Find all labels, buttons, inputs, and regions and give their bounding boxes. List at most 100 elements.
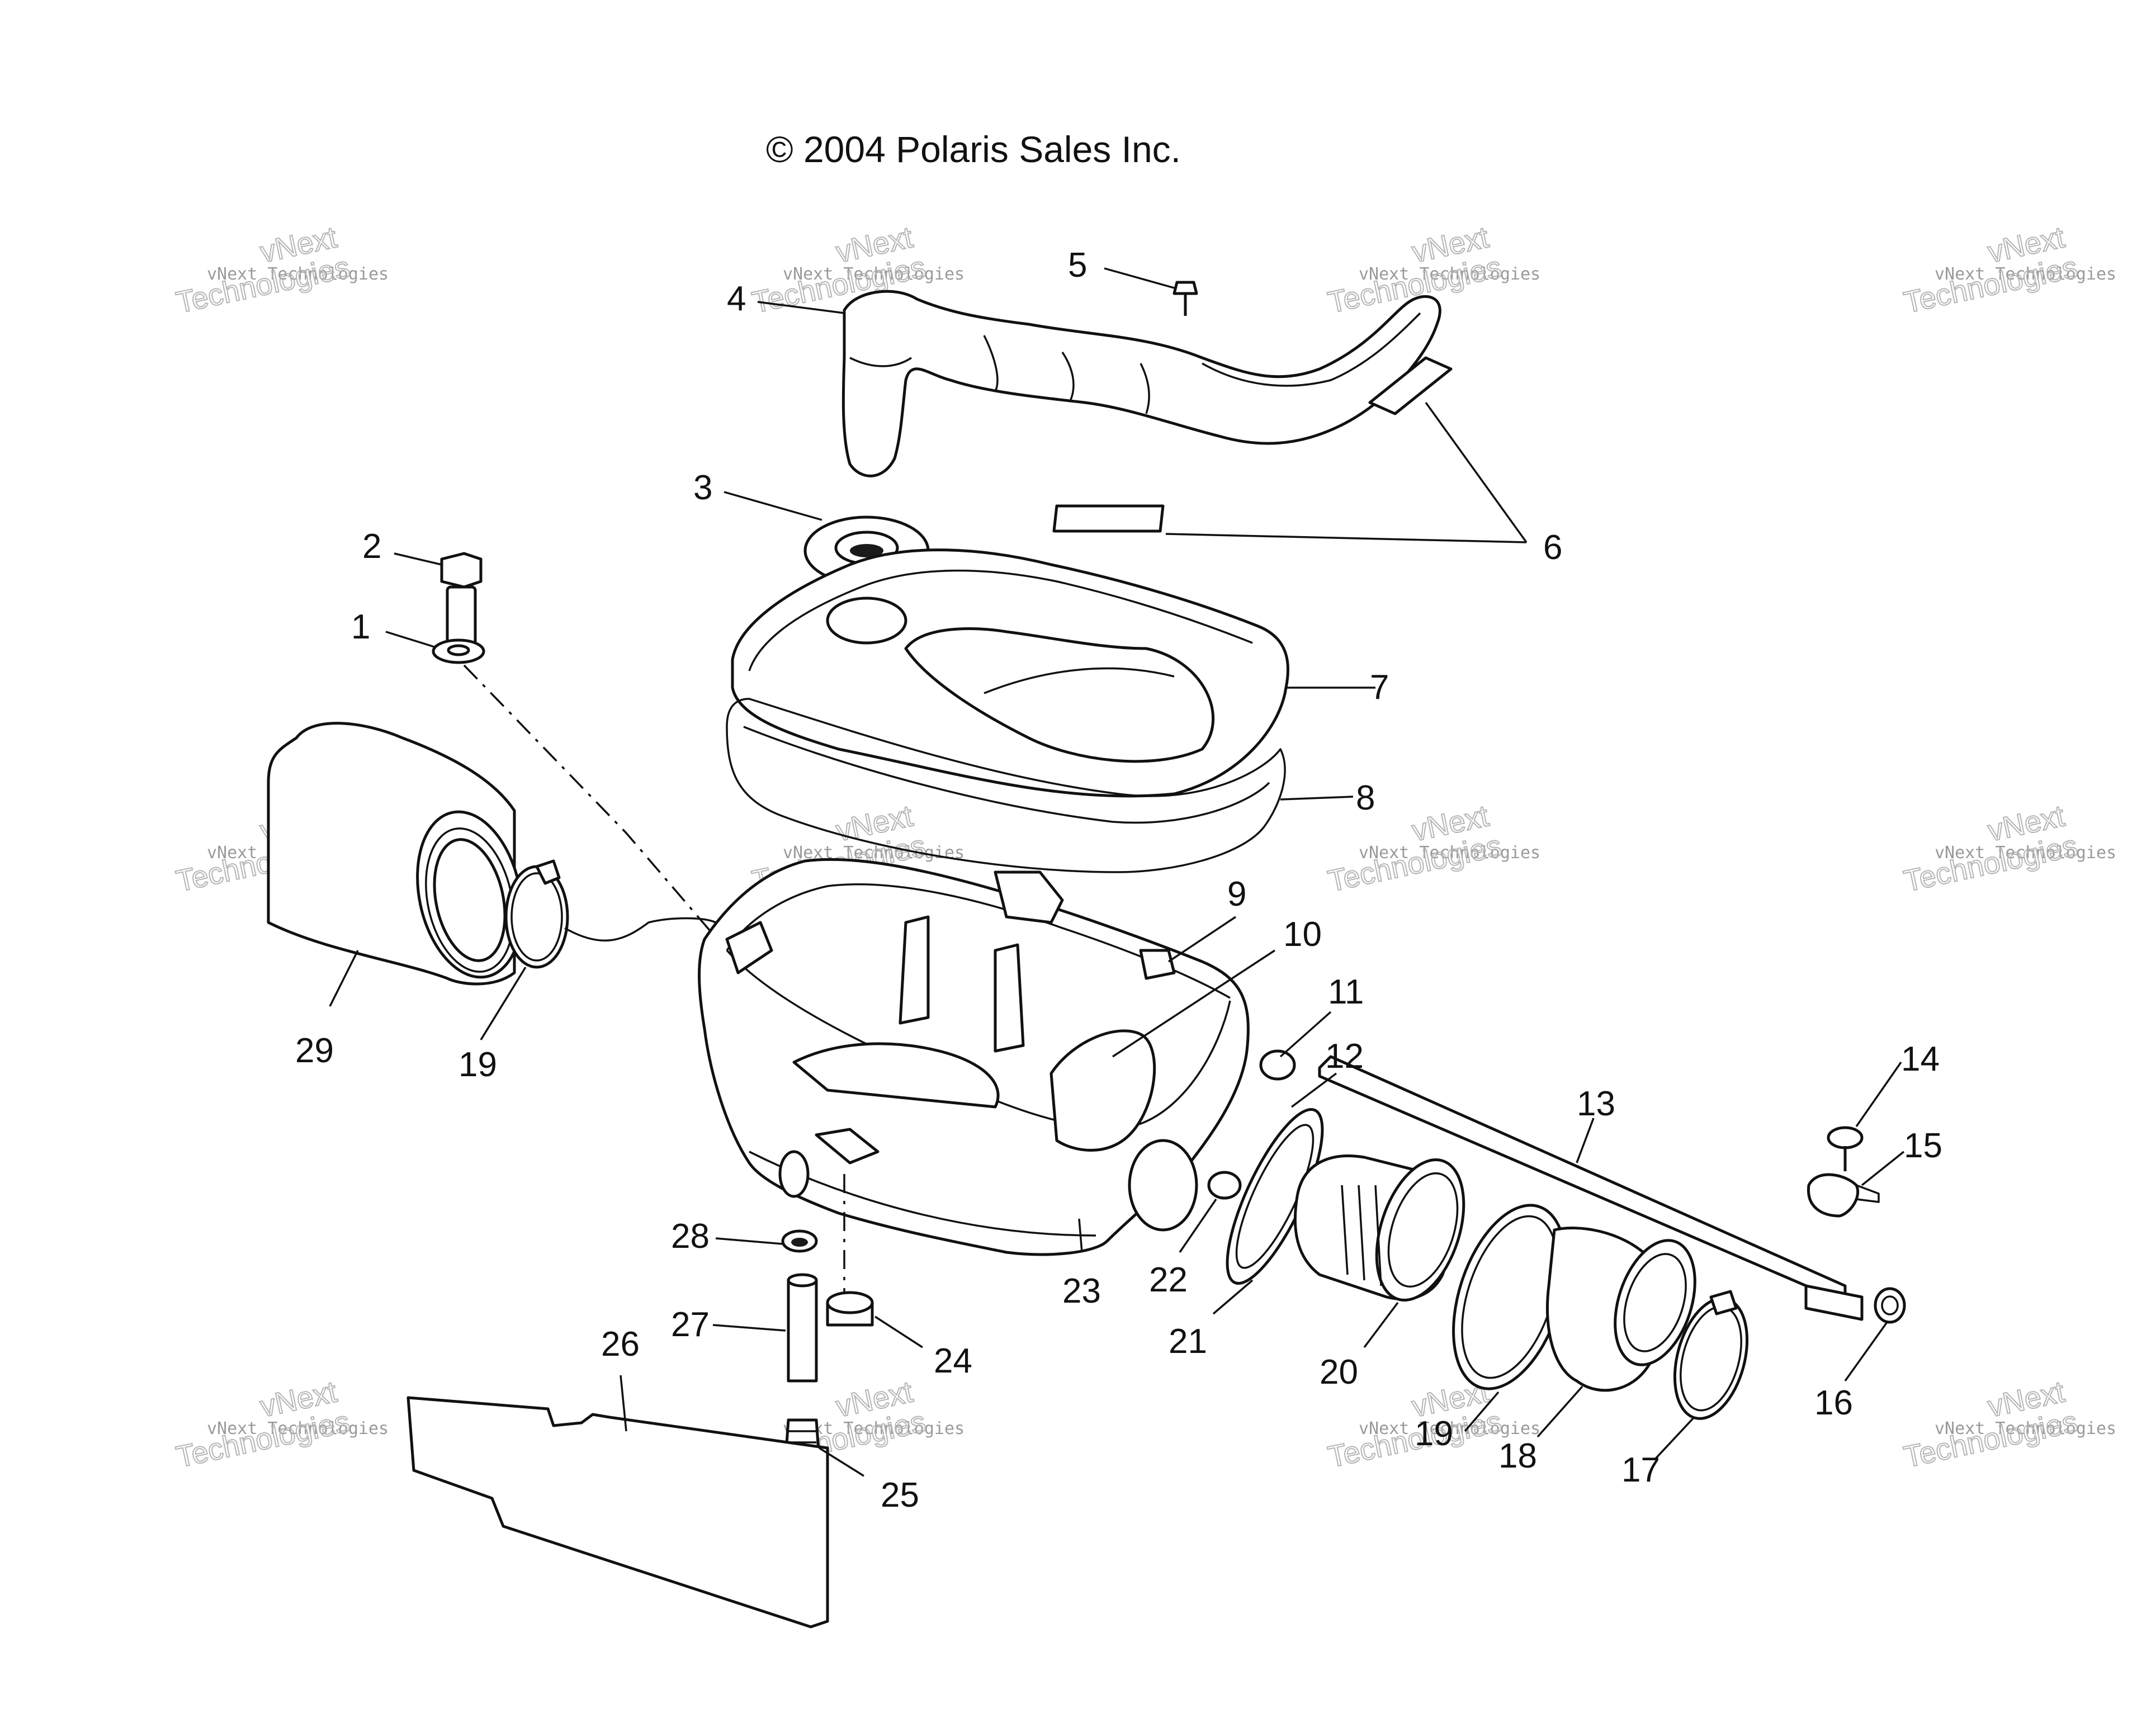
leader-4 [757,301,845,314]
breather-tube-part-13 [1318,1055,1864,1321]
callout-9: 9 [1227,875,1246,914]
callout-27: 27 [671,1305,710,1344]
callout-10: 10 [1283,915,1322,954]
callout-22: 22 [1149,1261,1188,1299]
callout-28: 28 [671,1217,710,1256]
leader-28 [715,1237,783,1245]
watermark: vNext Technologies vNext Technologies [749,220,964,320]
leader-13 [1576,1118,1595,1163]
callout-2: 2 [362,527,381,566]
bushing-part-24 [826,1291,874,1327]
callout-19-right: 19 [1415,1414,1453,1453]
callout-8: 8 [1356,779,1375,817]
leader-1 [385,631,437,649]
drain-tube-part-27 [787,1273,818,1383]
leader-25 [819,1447,864,1477]
leader-29 [329,950,359,1007]
watermark: vNext Technologies vNext Technologies [1900,1374,2116,1474]
air-filter-part [267,722,523,986]
callout-18: 18 [1498,1437,1537,1475]
hose-clamp-part-left [504,859,569,969]
intake-duct-part-20 [1293,1154,1465,1302]
callout-13: 13 [1577,1085,1615,1123]
callout-16: 16 [1814,1384,1853,1422]
leader-14 [1855,1062,1902,1127]
leader-27 [712,1324,786,1332]
cap-part-16 [1874,1287,1906,1324]
leader-18 [1536,1385,1583,1438]
airbox-lid-part [731,548,1289,798]
callout-29: 29 [295,1031,334,1070]
grommet-part-22 [1207,1171,1242,1200]
callout-3: 3 [693,468,712,507]
callout-19-left: 19 [458,1045,497,1084]
leader-16 [1844,1321,1888,1382]
leader-11 [1279,1011,1332,1058]
intake-tube-line [564,917,716,942]
leader-19-left [480,967,527,1040]
leader-22 [1179,1199,1217,1253]
leader-lines [329,267,1905,1477]
grommet-part-11 [1259,1049,1296,1081]
leader-2 [394,552,442,566]
lid-gasket-part [726,698,1286,873]
callout-6: 6 [1543,528,1562,567]
hose-clamp-part-17 [1673,1290,1749,1420]
flange-gasket-part-21 [1226,1108,1324,1285]
leader-6b [1165,533,1527,543]
callout-17: 17 [1621,1451,1660,1489]
bolt-part-2 [440,552,483,656]
watermark-small-text: vNext Technologies [783,264,964,284]
leader-24 [874,1315,923,1348]
copyright-notice: © 2004 Polaris Sales Inc. [766,129,1181,170]
callout-7: 7 [1370,668,1389,707]
callout-12: 12 [1325,1037,1364,1076]
watermark: vNext Technologies vNext Technologies [173,1374,389,1474]
leader-20 [1363,1301,1399,1348]
watermark: vNext Technologies vNext Technologies [173,220,389,320]
callout-15: 15 [1904,1127,1942,1165]
callout-11: 11 [1328,973,1364,1011]
callout-5: 5 [1068,246,1087,285]
callout-26: 26 [601,1325,640,1364]
leader-26 [620,1375,627,1432]
leader-3 [724,491,822,521]
callout-labels: 1 2 3 4 5 6 7 8 9 10 11 12 13 14 15 16 1… [295,246,1942,1515]
leader-17 [1654,1416,1695,1460]
watermark-small-text: vNext Technologies [1935,264,2116,284]
leader-23 [1078,1218,1083,1253]
watermark-small-text: vNext Technologies [1359,843,1540,863]
callout-25: 25 [881,1476,919,1515]
watermark-small-text: vNext Technologies [207,264,389,284]
watermark-small-text: vNext Technologies [1935,843,2116,863]
leader-10 [1112,949,1275,1058]
airbox-housing-part [698,858,1250,1256]
leader-12 [1290,1072,1337,1108]
shield-panel-part [406,1396,829,1629]
leader-6a [1425,401,1528,543]
leader-19-right [1464,1391,1500,1432]
callout-4: 4 [727,280,746,318]
bolt-alignment-line [463,664,728,952]
watermark-small-text: vNext Technologies [207,1419,389,1438]
callout-14: 14 [1901,1040,1940,1078]
washer-part-1 [432,638,485,664]
screw-part-5 [1172,281,1198,316]
clamp-part-28 [781,1229,818,1253]
leader-15 [1861,1151,1905,1186]
leader-21 [1212,1279,1254,1315]
leader-5 [1104,267,1175,289]
watermark-small-text: vNext Technologies [1935,1419,2116,1438]
leader-9 [1168,916,1236,963]
foam-pad-part [1052,356,1453,533]
watermark: vNext Technologies vNext Technologies [1900,220,2116,320]
watermark: vNext Technologies vNext Technologies [1900,798,2116,898]
callout-20: 20 [1320,1353,1358,1392]
intake-boot-part-18 [1546,1227,1696,1392]
screw-part-14 [1827,1126,1864,1171]
callout-23: 23 [1062,1272,1101,1310]
callout-1: 1 [351,608,370,646]
callout-21: 21 [1169,1322,1207,1361]
watermark-small-text: vNext Technologies [1359,264,1540,284]
